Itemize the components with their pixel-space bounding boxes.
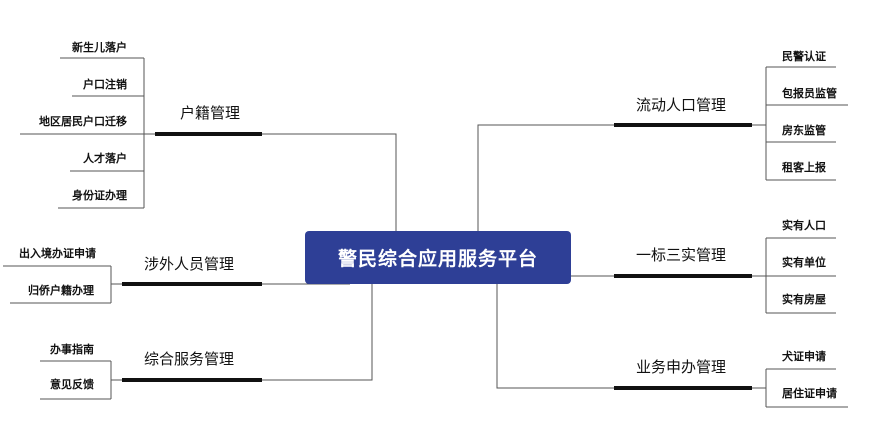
branch-label-household: 户籍管理 [180, 104, 241, 122]
center-node: 警民综合应用服务平台 [305, 231, 571, 284]
leaf-label: 实有人口 [782, 219, 826, 232]
leaf-label: 实有单位 [782, 256, 826, 269]
leaf-label: 意见反馈 [50, 378, 94, 391]
branch-label-floating-population: 流动人口管理 [636, 96, 727, 114]
leaf-label: 新生儿落户 [72, 41, 127, 54]
leaf-label: 实有房屋 [782, 293, 826, 306]
branch-label-foreign-personnel: 涉外人员管理 [144, 255, 235, 273]
leaf-label: 房东监管 [782, 124, 826, 137]
branch-label-standard-address: 一标三实管理 [636, 246, 727, 264]
center-title: 警民综合应用服务平台 [337, 248, 538, 270]
leaf-label: 户口注销 [83, 78, 127, 91]
leaf-label: 人才落户 [83, 152, 127, 165]
leaf-label: 归侨户籍办理 [28, 284, 94, 297]
leaf-label: 民警认证 [782, 50, 826, 63]
leaf-label: 租客上报 [782, 161, 826, 174]
leaf-label: 包报员监管 [782, 87, 837, 100]
branch-label-general-service: 综合服务管理 [144, 350, 235, 368]
leaf-label: 办事指南 [50, 343, 94, 356]
branch-label-business-application: 业务申办管理 [636, 358, 727, 376]
leaf-label: 犬证申请 [782, 350, 826, 363]
leaf-label: 身份证办理 [72, 189, 127, 202]
leaf-label: 居住证申请 [782, 387, 837, 400]
leaf-label: 出入境办证申请 [19, 247, 96, 260]
leaf-label: 地区居民户口迁移 [39, 115, 127, 128]
